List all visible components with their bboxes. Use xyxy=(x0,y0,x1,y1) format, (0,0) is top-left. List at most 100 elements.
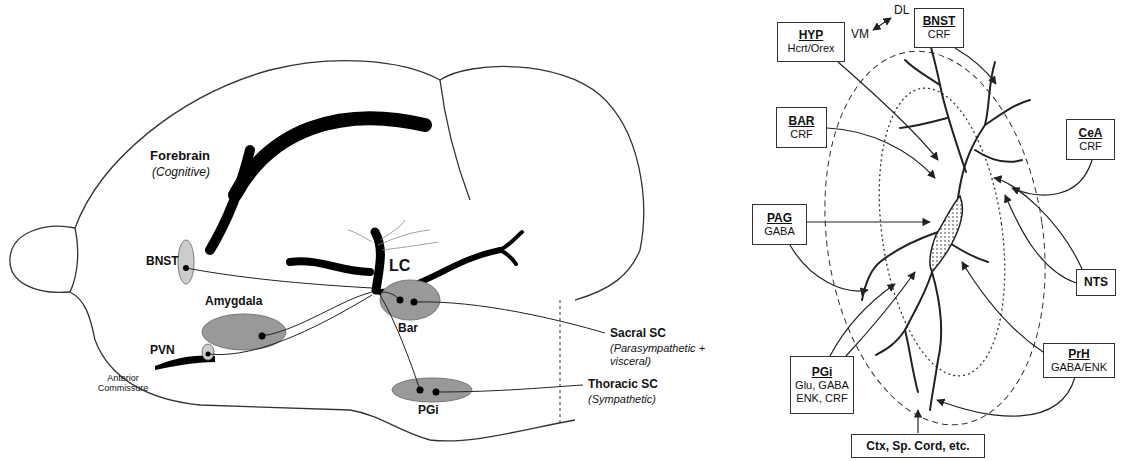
projection xyxy=(414,302,605,333)
region-name: NTS xyxy=(1081,276,1111,289)
pvn-region xyxy=(202,344,214,360)
afferent-arrow xyxy=(917,410,918,433)
input-box: PrHGABA/ENK xyxy=(1043,343,1115,378)
afferent-arrow xyxy=(937,377,1075,416)
region-name: Ctx, Sp. Cord, etc. xyxy=(856,440,980,453)
cell-dot xyxy=(183,265,189,271)
afferent-arrow xyxy=(1012,160,1092,195)
transmitter-text: CRF xyxy=(781,128,822,141)
projection xyxy=(436,385,583,392)
dendrite xyxy=(928,35,966,172)
region-label: BNST xyxy=(146,255,179,269)
projection xyxy=(186,268,372,288)
lc-core xyxy=(862,80,1021,384)
projection-lines xyxy=(186,268,605,392)
input-box: PAGGABA xyxy=(752,204,807,245)
bar-region xyxy=(380,280,440,320)
region-label: (Parasympathetic + visceral) xyxy=(610,342,710,367)
cell-dot xyxy=(206,352,211,357)
lc-soma xyxy=(930,196,962,272)
cell-dot xyxy=(397,297,404,304)
bnst-region xyxy=(178,240,194,284)
cerebellar-fork xyxy=(500,250,516,264)
cell-dot xyxy=(417,387,424,394)
dendrite xyxy=(985,100,1030,125)
cell-dot xyxy=(411,299,418,306)
dendrite xyxy=(930,272,941,410)
transmitter-text: GABA xyxy=(757,225,802,238)
region-label: Sacral SC xyxy=(610,327,666,341)
pgi-region xyxy=(392,378,472,402)
dendrite xyxy=(975,150,1022,162)
afferent-arrow xyxy=(807,221,930,222)
transmitter-text: Hcrt/Orex xyxy=(782,42,840,55)
afferent-arrow xyxy=(838,62,938,160)
dendrite xyxy=(378,230,430,245)
region-label: Anterior Commissure xyxy=(92,373,154,394)
dendrite xyxy=(876,272,932,355)
dendrite xyxy=(348,230,372,242)
cell-dots xyxy=(183,265,440,396)
dendrite xyxy=(382,242,438,250)
region-label: (Cognitive) xyxy=(152,166,210,180)
brain-contour xyxy=(10,226,575,441)
lc-body xyxy=(375,232,380,290)
nuclei xyxy=(178,240,472,402)
transmitter-text: CRF xyxy=(919,28,959,41)
region-name: BNST xyxy=(919,15,959,28)
dendrite xyxy=(905,60,940,85)
region-label: PGi xyxy=(418,404,439,418)
transmitter-text: Glu, GABA ENK, CRF xyxy=(795,379,849,405)
cell-dot xyxy=(433,389,440,396)
afferent-arrow xyxy=(830,284,895,356)
region-label: Thoracic SC xyxy=(588,378,658,392)
region-label: DL xyxy=(894,4,909,18)
input-box: Ctx, Sp. Cord, etc. xyxy=(851,434,985,458)
lc-bundle xyxy=(290,261,370,272)
amygdala-region xyxy=(202,314,286,350)
region-label: Forebrain xyxy=(150,149,210,164)
projection xyxy=(262,292,372,336)
dendrite xyxy=(380,220,405,240)
dendrite xyxy=(985,62,995,125)
brain-outline xyxy=(10,61,644,441)
dorsal-bundle xyxy=(235,118,425,195)
olfactory-line xyxy=(70,228,78,292)
dendrite xyxy=(905,330,918,392)
input-box: PGiGlu, GABA ENK, CRF xyxy=(790,356,854,414)
region-label: PVN xyxy=(150,344,175,358)
spinal-boundary xyxy=(560,300,561,425)
projection xyxy=(380,295,420,390)
region-label: LC xyxy=(389,257,410,275)
afferent-arrow xyxy=(827,128,935,178)
brain-contour xyxy=(75,61,644,300)
axis-arrow xyxy=(873,18,891,30)
transmitter-text: GABA/ENK xyxy=(1048,361,1110,374)
descending-branch xyxy=(210,150,250,250)
cerebellum-line xyxy=(440,80,470,200)
lc-dendrites xyxy=(348,220,438,250)
region-label: Bar xyxy=(398,322,418,336)
afferent-arrow xyxy=(846,272,915,356)
region-name: PGi xyxy=(795,366,849,379)
region-name: CeA xyxy=(1071,127,1110,140)
cerebellar-fork xyxy=(500,232,522,250)
afferent-arrow xyxy=(790,245,868,291)
afferent-arrow xyxy=(962,262,1043,352)
dendrite xyxy=(862,232,938,300)
region-name: PAG xyxy=(757,212,802,225)
input-box: NTS xyxy=(1076,269,1116,296)
region-name: PrH xyxy=(1048,348,1110,361)
input-box: CeACRF xyxy=(1066,119,1115,160)
afferent-arrow xyxy=(994,178,1082,269)
region-name: HYP xyxy=(782,29,840,42)
region-label: VM xyxy=(851,28,869,42)
region-label: Amygdala xyxy=(205,295,262,309)
transmitter-text: CRF xyxy=(1071,140,1110,153)
input-box: BNSTCRF xyxy=(914,8,964,48)
input-box: BARCRF xyxy=(776,107,827,148)
region-label: (Sympathetic) xyxy=(588,393,656,406)
afferent-arrow xyxy=(955,48,996,84)
